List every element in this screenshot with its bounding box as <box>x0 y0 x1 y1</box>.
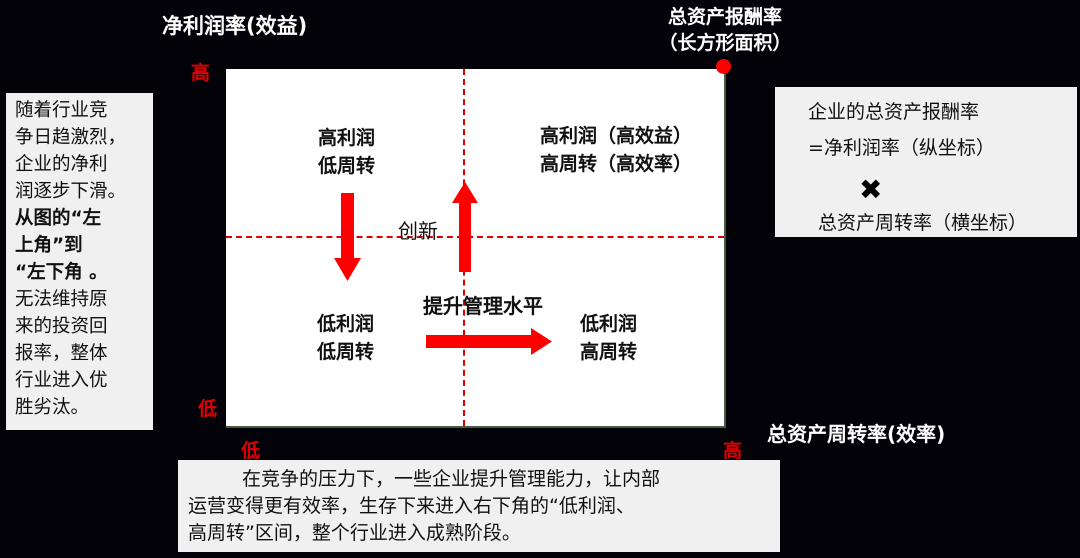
left-note-line: 报率，整体 <box>15 343 108 364</box>
quadrant-bottom-left-line1: 低利润 <box>317 313 375 335</box>
left-note-line: 来的投资回 <box>15 316 108 337</box>
left-note-line: 随着行业竞 <box>15 100 108 121</box>
multiply-icon: ✖ <box>859 173 883 206</box>
left-note-line: 润逐步下滑。 <box>15 181 127 202</box>
quadrant-top-right: 高利润（高效益） 高周转（高效率） <box>540 122 692 178</box>
quadrant-chart-area: 高利润 低周转 高利润（高效益） 高周转（高效率） 低利润 低周转 低利润 高周… <box>226 69 726 428</box>
formula-line1: 企业的总资产报酬率 <box>808 101 980 123</box>
horizontal-divider-dashed <box>226 236 724 238</box>
x-axis-low-label: 低 <box>241 440 261 462</box>
total-asset-return-label: 总资产报酬率 （长方形面积） <box>640 4 810 56</box>
arrows-layer <box>334 182 552 355</box>
improve-management-label: 提升管理水平 <box>423 294 543 318</box>
quadrant-top-right-line2: 高周转（高效率） <box>540 153 693 175</box>
left-note-bold-line: 从图的“左 <box>15 208 102 229</box>
left-note-line: 胜劣汰。 <box>15 397 90 418</box>
left-note-bold-line: “左下角 。 <box>15 262 108 283</box>
quadrant-top-left-line2: 低周转 <box>318 155 376 177</box>
down-arrow-icon <box>334 193 361 281</box>
quadrant-top-left-line1: 高利润 <box>318 127 376 149</box>
quadrant-bottom-right: 低利润 高周转 <box>580 310 637 366</box>
right-arrow-icon <box>426 328 552 355</box>
x-axis-high-label: 高 <box>723 440 743 462</box>
quadrant-top-right-line1: 高利润（高效益） <box>540 125 693 147</box>
formula-box: 企业的总资产报酬率 =净利润率（纵坐标） ✖ 总资产周转率（横坐标） <box>775 87 1077 237</box>
corner-marker-dot <box>716 59 731 74</box>
left-note-line: 无法维持原 <box>15 289 108 310</box>
quadrant-top-left: 高利润 低周转 <box>318 124 375 180</box>
formula-line3: 总资产周转率（横坐标） <box>818 212 1028 234</box>
innovation-label: 创新 <box>398 219 438 243</box>
left-commentary-box: 随着行业竞 争日趋激烈， 企业的净利 润逐步下滑。 从图的“左 上角”到 “左下… <box>6 93 153 430</box>
bottom-note-line1: 在竞争的压力下，一些企业提升管理能力，让内部 <box>242 468 661 490</box>
quadrant-bottom-left: 低利润 低周转 <box>317 310 374 366</box>
x-axis-title: 总资产周转率(效率) <box>767 422 946 446</box>
y-axis-high-label: 高 <box>191 62 211 84</box>
bottom-note-line2: 运营变得更有效率，生存下来进入右下角的“低利润、 <box>188 495 635 517</box>
quadrant-bottom-right-line2: 高周转 <box>580 341 638 363</box>
bottom-commentary-box: 在竞争的压力下，一些企业提升管理能力，让内部 运营变得更有效率，生存下来进入右下… <box>178 460 780 552</box>
corner-title-line1: 总资产报酬率 <box>667 6 782 28</box>
bottom-note-line3: 高周转”区间，整个行业进入成熟阶段。 <box>188 522 521 544</box>
formula-line2: =净利润率（纵坐标） <box>808 137 995 159</box>
quadrant-bottom-right-line1: 低利润 <box>580 313 638 335</box>
corner-title-line2: （长方形面积） <box>658 32 792 54</box>
left-note-line: 企业的净利 <box>15 154 108 175</box>
quadrant-bottom-left-line2: 低周转 <box>317 341 375 363</box>
up-arrow-icon <box>452 182 478 272</box>
left-note-bold-line: 上角”到 <box>15 235 83 256</box>
y-axis-low-label: 低 <box>198 398 218 420</box>
left-note-line: 争日趋激烈， <box>15 127 127 148</box>
y-axis-title: 净利润率(效益) <box>162 14 308 38</box>
left-note-line: 行业进入优 <box>15 370 108 391</box>
